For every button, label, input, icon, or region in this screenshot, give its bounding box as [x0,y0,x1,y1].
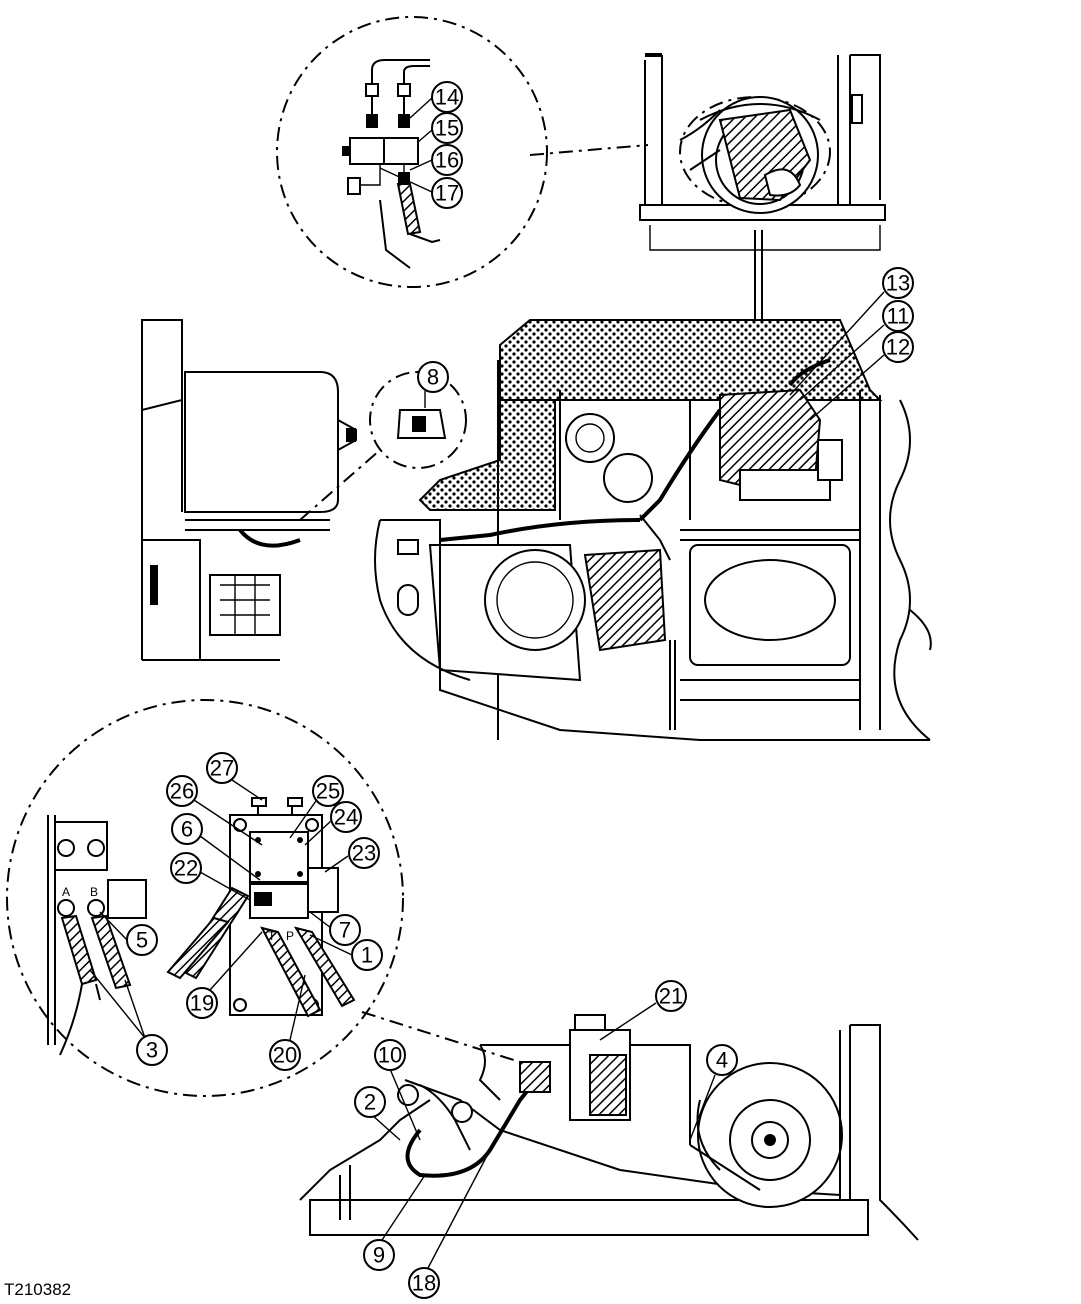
svg-text:9: 9 [373,1243,385,1268]
callout-20: 20 [269,974,306,1071]
svg-text:12: 12 [886,335,910,360]
svg-text:11: 11 [887,304,910,329]
svg-text:22: 22 [174,856,198,881]
svg-text:14: 14 [435,85,459,110]
callout-4: 4 [689,1044,738,1141]
svg-text:18: 18 [412,1271,436,1296]
callout-22: 22 [170,852,251,901]
port-p-label: P [286,929,294,943]
svg-text:13: 13 [886,271,910,296]
bottom-detail-view: A B T P [6,699,521,1097]
detail-view-8 [369,371,467,469]
left-tank-view [141,319,381,661]
callout-14: 14 [409,81,463,119]
bottom-right-view [299,1014,919,1241]
callout-25: 25 [289,775,344,839]
port-t-label: T [268,929,276,943]
svg-text:7: 7 [339,918,351,943]
svg-text:4: 4 [716,1048,728,1073]
callout-26: 26 [166,775,263,846]
callout-13: 13 [789,267,914,396]
port-a-label: A [62,885,70,899]
svg-text:1: 1 [361,943,373,968]
svg-text:27: 27 [210,756,234,781]
callout-5: 5 [99,911,158,956]
callout-9: 9 [363,1174,426,1271]
top-detail-view [276,16,649,288]
callout-21: 21 [599,980,687,1041]
callout-24: 24 [304,801,362,846]
callout-18: 18 [408,1149,491,1299]
callout-23: 23 [324,837,380,873]
svg-text:21: 21 [659,984,683,1009]
callout-7: 7 [309,911,361,946]
callout-19: 19 [186,931,263,1019]
callout-2: 2 [354,1086,401,1141]
main-center-view [374,319,932,741]
svg-text:16: 16 [435,148,459,173]
svg-text:8: 8 [427,365,439,390]
svg-text:5: 5 [136,928,148,953]
svg-text:3: 3 [146,1038,158,1063]
svg-text:20: 20 [273,1043,297,1068]
callout-27: 27 [206,752,263,801]
svg-text:23: 23 [352,841,376,866]
callout-8: 8 [417,361,449,408]
svg-text:2: 2 [364,1090,376,1115]
port-b-label: B [90,885,98,899]
callout-10: 10 [374,1039,421,1141]
top-right-view [639,53,886,251]
svg-text:26: 26 [170,779,194,804]
figure-id-label: T210382 [4,1280,72,1299]
callout-12: 12 [809,331,914,421]
callout-17: 17 [379,167,463,209]
svg-text:15: 15 [435,116,459,141]
svg-text:10: 10 [378,1043,402,1068]
callout-3: 3 [89,969,168,1066]
callout-6: 6 [171,813,261,881]
svg-text:17: 17 [435,181,459,206]
callout-15: 15 [417,112,463,144]
callout-11: 11 [799,300,914,401]
svg-text:19: 19 [190,991,214,1016]
svg-text:24: 24 [334,805,358,830]
svg-text:25: 25 [316,779,340,804]
svg-text:6: 6 [181,817,193,842]
callout-16: 16 [409,144,463,176]
callout-1: 1 [309,934,383,971]
